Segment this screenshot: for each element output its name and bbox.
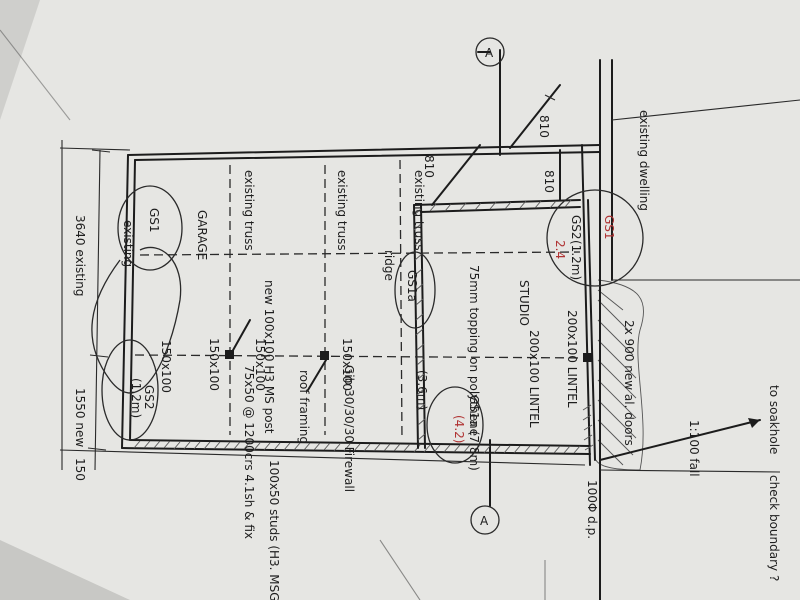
existing-truss-3: existing truss — [242, 170, 256, 251]
dim-tick-1 — [91, 149, 111, 153]
beam-label-c: 150x100 — [340, 338, 354, 391]
truss-diag-1 — [509, 84, 561, 149]
firewall-hatch — [413, 208, 426, 441]
gs2-left-circle — [101, 339, 159, 441]
studio-right-wall-2 — [587, 199, 596, 461]
dim-tick-2 — [89, 354, 109, 358]
wall-top-inner — [134, 151, 601, 161]
wall-left-outer — [121, 154, 129, 449]
wall-bottom-hatch — [133, 440, 581, 454]
lintel-mid-label: 200x100 LINTEL — [527, 330, 541, 428]
check-boundary-label: check boundary ? — [767, 475, 781, 581]
gs2-left-length: (1.2m) — [129, 378, 143, 418]
dp-label: 100Φ d.p. — [585, 480, 599, 539]
gs1-red-label: GS1 — [602, 215, 616, 240]
gs1a-label: GS1a — [405, 270, 419, 302]
post-1 — [225, 350, 234, 359]
bg-line-1 — [0, 29, 71, 121]
section-label-bottom: A — [480, 514, 489, 528]
bg-line-2 — [379, 539, 421, 600]
studs-label: 100x50 studs (H3. MSG8) — [267, 460, 281, 600]
dim-tick-3 — [87, 447, 107, 451]
dim-150-label: 150 — [73, 458, 87, 481]
fall-arrowhead — [748, 418, 760, 428]
dim-810-c: 810 — [422, 155, 436, 178]
gs1-left-label: GS1 — [147, 208, 161, 233]
lintel-top-label: 200x100 LINTEL — [565, 310, 579, 408]
gs1a-bottom-circle — [426, 386, 484, 464]
section-marker-top — [475, 37, 505, 67]
post-3 — [583, 353, 592, 362]
framing-spec-label: 75x50 @ 1200crs 4.1sh & fix — [242, 365, 256, 539]
fall-label: 1:100 fall — [687, 420, 701, 477]
beam-label-a: 150x100 — [159, 340, 173, 393]
ridge-label: ridge — [382, 250, 396, 281]
studio-top-wall-inner — [420, 206, 581, 213]
existing-truss-1: existing truss — [412, 170, 426, 251]
gs1a-circle — [394, 251, 436, 329]
fall-arrow — [599, 419, 761, 461]
studio-right-hatch — [582, 404, 594, 451]
dim-line-top-ext — [59, 147, 131, 151]
paper-shadow — [0, 0, 40, 120]
doors-zone-hatch — [597, 289, 637, 466]
gs2-left-label: GS2 — [142, 385, 156, 410]
beam-label-b: 150x100 — [253, 338, 267, 391]
gs2-red-note: 2.4 — [553, 240, 567, 259]
studio-top-hatch — [429, 199, 572, 212]
gs2-label: GS2 — [569, 215, 583, 240]
beam-label-d: 150x100 — [207, 338, 221, 391]
dwelling-leader — [611, 99, 800, 121]
ridge-line — [139, 251, 581, 256]
dim-line-left — [94, 149, 101, 471]
paper-fold — [0, 540, 130, 600]
dim-line-bottom-ext — [59, 449, 586, 466]
firewall-inner — [420, 204, 426, 449]
gs1a-bottom-label: GS1a (7.8m) — [467, 395, 481, 471]
existing-left-label: existing — [121, 220, 135, 267]
post-leader-1 — [231, 319, 251, 353]
firewall-outer — [413, 204, 419, 449]
post-2 — [320, 351, 329, 360]
gs1-circle-top — [546, 189, 644, 287]
studio-top-wall-outer — [413, 199, 581, 206]
dim-new-label: 1550 new — [73, 388, 87, 447]
wall-bottom-outer — [121, 447, 591, 455]
studio-label: STUDIO — [517, 280, 531, 326]
new-doors-label: 2x 900 new al. doors — [622, 320, 636, 446]
dim-810-b: 810 — [542, 170, 556, 193]
gs1a-bottom-red: (4.2) — [452, 415, 466, 443]
topping-label: 75mm topping on polythene — [467, 265, 481, 436]
new-post-label: new 100x100 H3 MS post — [262, 280, 276, 434]
section-marker-bottom — [470, 505, 500, 535]
doors-zone-outline — [595, 279, 644, 471]
gs1-left-circle — [117, 185, 183, 271]
wall-top-outer — [127, 144, 601, 156]
soakhole-label: to soakhole — [767, 385, 781, 454]
wall-bottom-inner — [129, 439, 591, 447]
lintel-line — [134, 354, 591, 359]
dim-810-a: 810 — [537, 115, 551, 138]
truss-diag-4 — [544, 94, 556, 101]
left-scribble — [91, 246, 182, 394]
roof-framing-label: roof framing — [297, 370, 311, 444]
existing-truss-2: existing truss — [335, 170, 349, 251]
gs2-length: (1.2m) — [569, 240, 583, 280]
existing-dwelling-label: existing dwelling — [637, 110, 651, 211]
truss-diag-2 — [431, 144, 481, 206]
truss-line-3 — [399, 159, 403, 441]
dim-existing-label: 3640 existing — [73, 215, 87, 296]
boundary-line — [599, 469, 781, 473]
studio-right-wall — [581, 144, 591, 466]
gib-label: Gib 30/30/30 Firewall — [342, 365, 356, 492]
post-leader-2 — [307, 359, 327, 391]
garage-label: GARAGE — [195, 210, 209, 260]
gs1a-length: (3.6m) — [415, 370, 429, 410]
section-label-top: A — [485, 46, 494, 60]
